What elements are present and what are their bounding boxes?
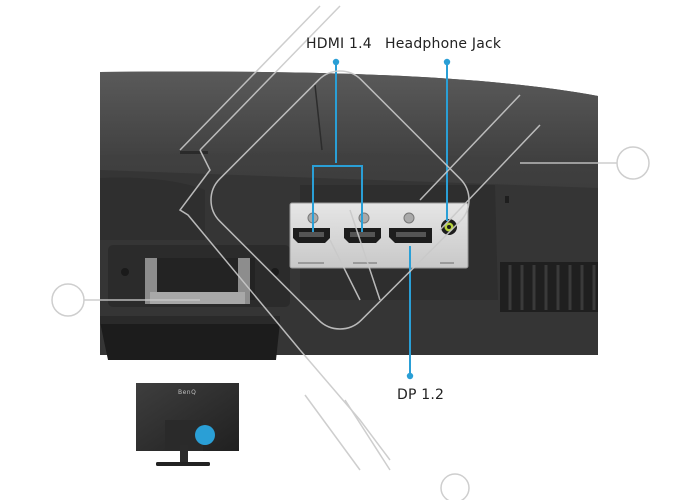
- headphone-jack-label: Headphone Jack: [385, 36, 502, 52]
- watermark: [51, 5, 650, 500]
- displayport-label: DP 1.2: [397, 387, 445, 403]
- thumbnail-monitor: [136, 383, 239, 466]
- hdmi-port-icon: [293, 228, 330, 243]
- displayport-icon: [389, 228, 432, 243]
- callout-lines: [312, 62, 448, 376]
- hdmi-port-icon: [344, 228, 381, 243]
- port-panel: [289, 202, 469, 269]
- hdmi-label: HDMI 1.4: [306, 36, 372, 52]
- stand-mount: [100, 245, 290, 360]
- thumbnail-logo: BenQ: [178, 389, 197, 396]
- port-location-marker: [195, 425, 215, 445]
